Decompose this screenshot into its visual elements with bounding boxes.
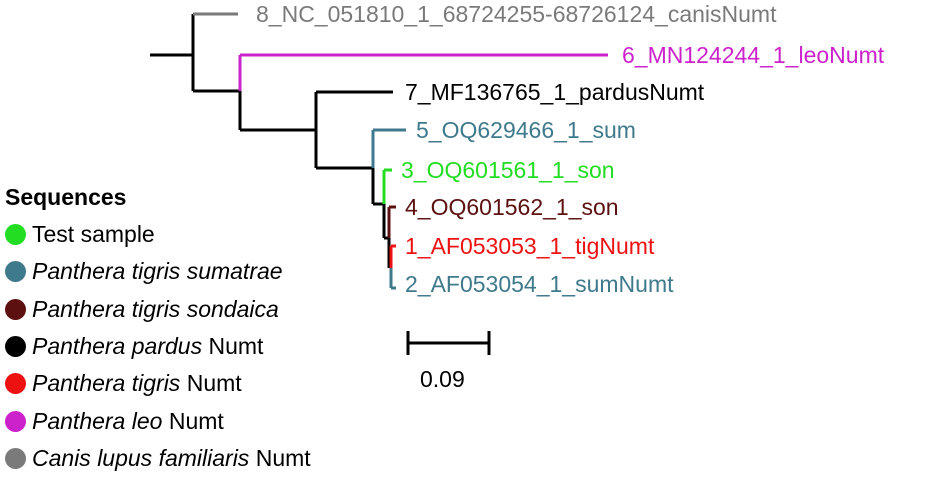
legend-item-test-sample: Test sample bbox=[5, 216, 311, 253]
legend-dot bbox=[5, 298, 26, 320]
legend-dot bbox=[5, 224, 26, 246]
legend-item-sondaica: Panthera tigris sondaica bbox=[5, 291, 311, 328]
scale-bar-label: 0.09 bbox=[420, 366, 465, 392]
tip-label-pardus: 7_MF136765_1_pardusNumt bbox=[405, 79, 705, 105]
tip-label-tig: 1_AF053053_1_tigNumt bbox=[405, 233, 655, 259]
tip-label-leo: 6_MN124244_1_leoNumt bbox=[622, 42, 885, 68]
legend-item-tigris: Panthera tigris Numt bbox=[5, 365, 311, 402]
legend-dot bbox=[5, 336, 26, 358]
tip-label-canis: 8_NC_051810_1_68724255-68726124_canisNum… bbox=[256, 1, 777, 27]
legend-dot bbox=[5, 373, 26, 395]
legend-dot bbox=[5, 447, 26, 469]
tip-label-son: 4_OQ601562_1_son bbox=[405, 194, 619, 220]
legend-suffix: Numt bbox=[162, 407, 224, 434]
legend-suffix: Numt bbox=[202, 333, 264, 360]
legend-item-leo: Panthera leo Numt bbox=[5, 402, 311, 439]
legend: Sequences Test sample Panthera tigris su… bbox=[5, 182, 311, 477]
legend-dot bbox=[5, 261, 26, 283]
legend-species: Panthera tigris sumatrae bbox=[32, 258, 283, 285]
tip-label-sumnumt: 2_AF053054_1_sumNumt bbox=[405, 271, 674, 297]
legend-item-pardus: Panthera pardus Numt bbox=[5, 328, 311, 365]
legend-suffix: Test sample bbox=[32, 221, 155, 248]
legend-species: Panthera leo bbox=[32, 407, 163, 434]
legend-species: Panthera pardus bbox=[32, 333, 203, 360]
legend-suffix: Numt bbox=[249, 444, 311, 471]
legend-species: Canis lupus familiaris bbox=[32, 444, 250, 471]
scale-bar bbox=[406, 331, 491, 355]
legend-dot bbox=[5, 410, 26, 432]
legend-item-sumatrae: Panthera tigris sumatrae bbox=[5, 253, 311, 290]
tip-label-sum: 5_OQ629466_1_sum bbox=[416, 117, 636, 143]
legend-species: Panthera tigris sondaica bbox=[32, 295, 279, 322]
legend-suffix: Numt bbox=[180, 370, 242, 397]
legend-item-canis: Canis lupus familiaris Numt bbox=[5, 440, 311, 477]
tip-label-test: 3_OQ601561_1_son bbox=[401, 157, 615, 183]
legend-species: Panthera tigris bbox=[32, 370, 181, 397]
legend-title: Sequences bbox=[5, 184, 127, 210]
